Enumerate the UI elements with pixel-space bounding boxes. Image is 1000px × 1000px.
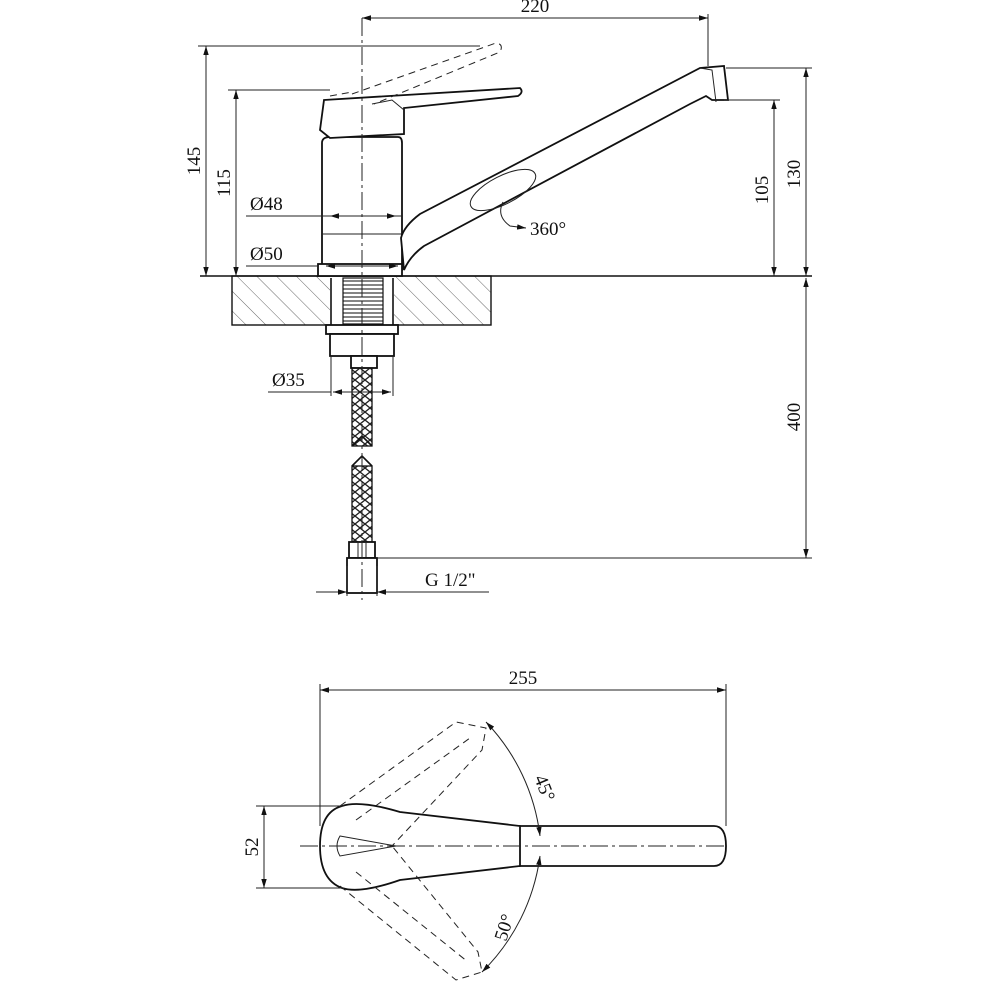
faucet-body — [317, 136, 403, 277]
dim-spout-rotation-label: 360° — [530, 219, 566, 240]
lever-handle — [319, 87, 523, 139]
dim-total-length: 255 — [319, 668, 727, 826]
arc-45 — [485, 721, 542, 837]
dim-body-diameter: Ø48 — [246, 194, 396, 219]
dim-total-height-label: 145 — [184, 147, 205, 176]
dim-hose-length: 400 — [377, 278, 812, 559]
top-body — [319, 803, 521, 891]
dim-hose-length-label: 400 — [784, 403, 805, 432]
dim-spout-reach: 220 — [362, 0, 709, 66]
top-spout — [509, 825, 727, 867]
lever-handle-raised — [329, 42, 502, 105]
dim-total-length-label: 255 — [509, 668, 538, 689]
arc-50 — [481, 855, 542, 973]
dim-shank-diameter: Ø35 — [268, 356, 394, 396]
dim-body-width-label: 52 — [242, 838, 263, 857]
dim-outlet-height: 105 — [724, 99, 780, 276]
dim-outlet-height-label: 105 — [752, 176, 773, 205]
top-handle-rotated-down — [339, 845, 483, 981]
dim-body-height: 115 — [214, 89, 330, 276]
dim-body-height-label: 115 — [214, 169, 235, 197]
spout — [400, 65, 730, 271]
side-view: 220 145 115 Ø48 Ø50 — [184, 0, 812, 600]
dim-handle-angle-up-label: 45° — [529, 772, 558, 805]
dim-connection-thread: G 1/2" — [316, 566, 489, 596]
dim-shank-diameter-label: Ø35 — [272, 370, 305, 391]
dim-handle-angle-down-label: 50° — [491, 912, 519, 944]
countertop — [200, 275, 812, 326]
top-view: 45° 50° 255 52 — [242, 668, 728, 981]
dim-spout-top-height: 130 — [726, 67, 812, 276]
dim-spout-reach-label: 220 — [521, 0, 550, 17]
threaded-shank — [330, 277, 394, 325]
dim-total-height: 145 — [184, 45, 480, 276]
dim-base-diameter: Ø50 — [246, 244, 398, 269]
dim-spout-top-height-label: 130 — [784, 160, 805, 189]
dim-base-diameter-label: Ø50 — [250, 244, 283, 265]
dim-connection-thread-label: G 1/2" — [425, 570, 476, 591]
dim-body-width: 52 — [242, 805, 344, 889]
dim-body-diameter-label: Ø48 — [250, 194, 283, 215]
